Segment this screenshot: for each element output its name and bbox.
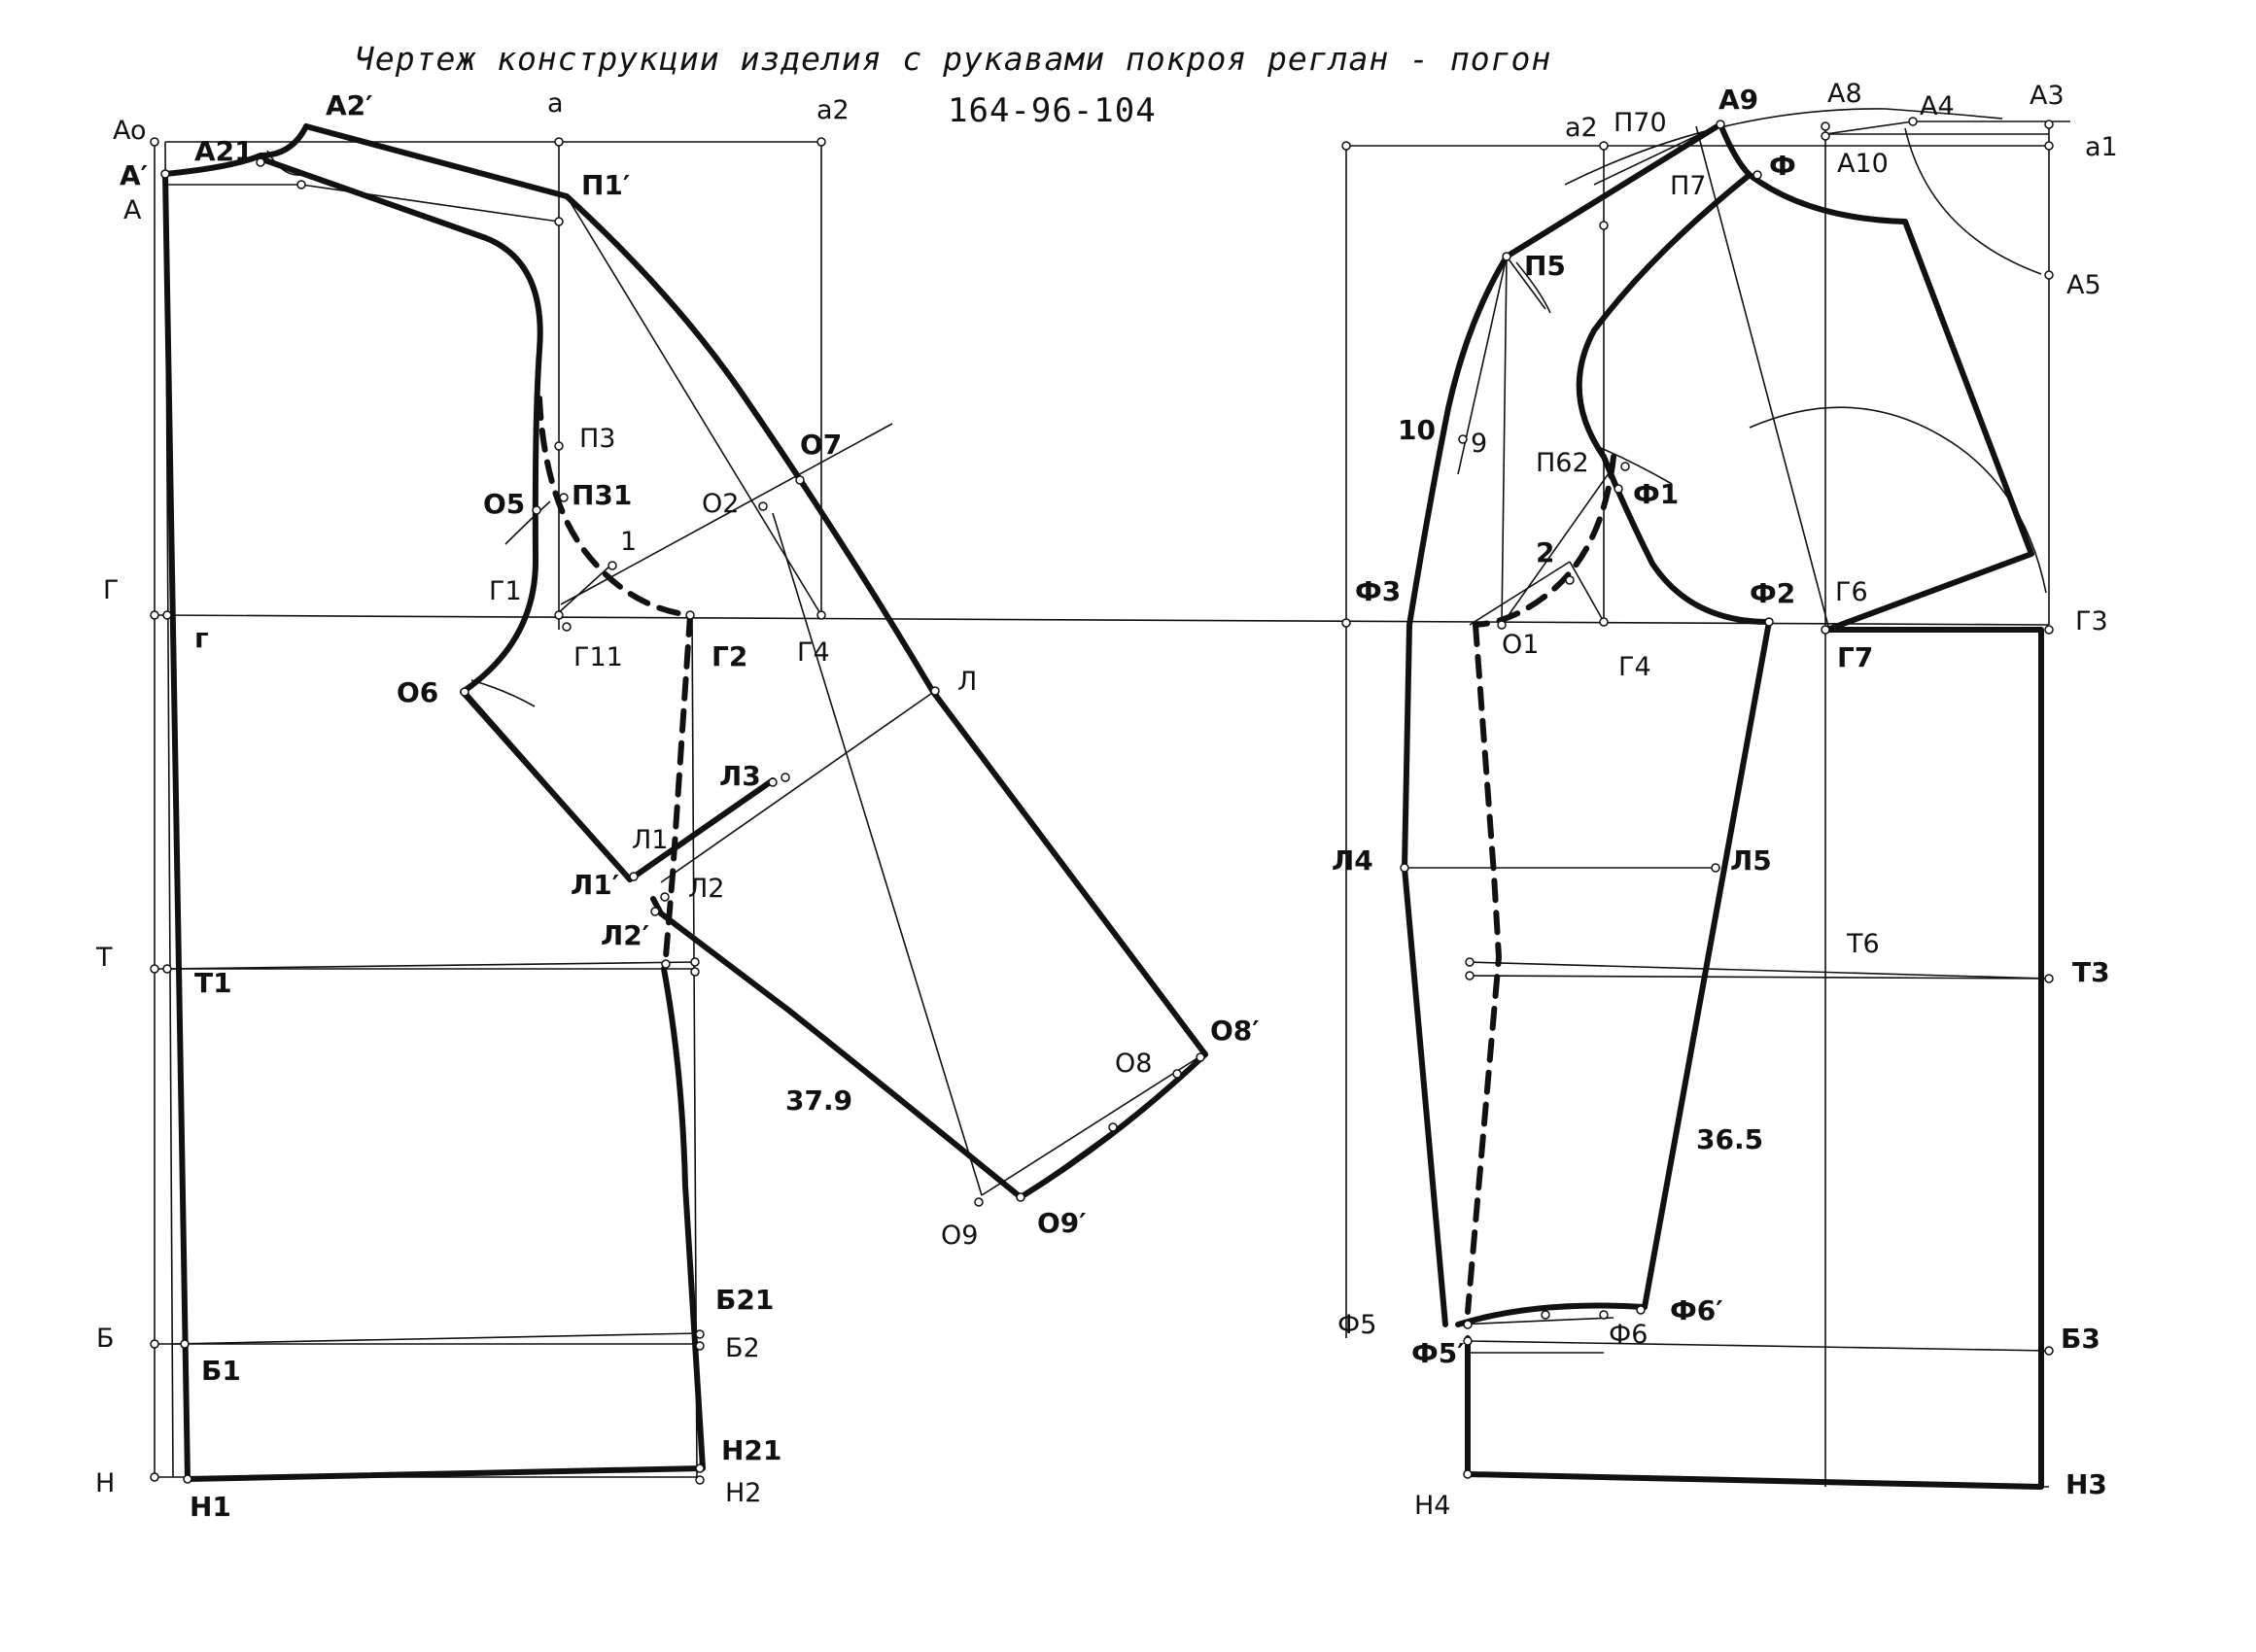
- label-10: 10: [1398, 414, 1436, 446]
- label-Phi6-prime: Ф6′: [1670, 1294, 1723, 1326]
- label-P31: П31: [572, 479, 632, 511]
- label-a2: a2: [816, 95, 850, 125]
- label-Phi5-prime: Ф5′: [1411, 1337, 1465, 1369]
- label-B2: Б2: [725, 1333, 760, 1363]
- label-A4: A4: [1920, 91, 1955, 121]
- label-B: Б: [96, 1324, 115, 1354]
- label-O8-prime: О8′: [1210, 1015, 1260, 1047]
- label-B21: Б21: [715, 1284, 774, 1316]
- label-A21: A21: [194, 135, 254, 167]
- label-G4: Г4: [797, 637, 830, 668]
- label-A2-prime: A2′: [326, 89, 373, 121]
- front-labels: a2 П70 A9 A8 A4 A3 a1 A10 П7 Ф A5 П5 10 …: [1332, 79, 2118, 1521]
- drawing-title: Чертеж конструкции изделия с рукавами по…: [355, 40, 1551, 78]
- label-A10: A10: [1837, 149, 1889, 179]
- label-O5: О5: [483, 488, 525, 520]
- label-length-front: 36.5: [1696, 1123, 1763, 1155]
- back-piece-outline: [162, 123, 1208, 1482]
- label-O7: О7: [800, 429, 842, 461]
- back-points: [150, 137, 1205, 1485]
- label-Ao: Ao: [113, 116, 147, 146]
- label-G11: Г11: [573, 642, 623, 672]
- back-labels: Ao A A′ A21 A2′ a a2 П1′ П3 П31 О5 О2 О7…: [95, 88, 1260, 1523]
- label-A-prime: A′: [120, 159, 148, 191]
- label-L2-prime: Л2′: [601, 919, 649, 951]
- label-length-back: 37.9: [785, 1084, 852, 1117]
- label-H: Н: [95, 1468, 115, 1498]
- label-G: Г: [103, 575, 119, 605]
- label-O6: О6: [397, 676, 438, 708]
- label-O9-prime: О9′: [1037, 1207, 1087, 1239]
- label-O9: О9: [941, 1221, 978, 1251]
- label-Phi3: Ф3: [1355, 575, 1401, 607]
- label-a: a: [547, 88, 564, 119]
- label-P3: П3: [579, 424, 615, 454]
- label-Phi6: Ф6: [1609, 1320, 1648, 1350]
- label-L4: Л4: [1332, 844, 1373, 877]
- label-H1: Н1: [190, 1491, 231, 1523]
- label-P70: П70: [1614, 108, 1667, 138]
- label-H21: Н21: [721, 1434, 781, 1466]
- label-A: A: [123, 195, 142, 225]
- label-L3: Л3: [719, 760, 761, 792]
- label-Phi2: Ф2: [1750, 577, 1795, 609]
- label-g: г: [194, 622, 209, 654]
- back-construction-lines: [154, 141, 2050, 1478]
- label-A3: A3: [2030, 81, 2065, 111]
- label-G7: Г7: [1837, 641, 1873, 673]
- label-T1: Т1: [194, 967, 232, 999]
- label-T: Т: [95, 943, 113, 973]
- label-B3: Б3: [2061, 1323, 2100, 1355]
- label-O1: О1: [1502, 630, 1539, 660]
- label-L: Л: [957, 667, 977, 697]
- label-L2: Л2: [688, 874, 724, 904]
- label-P62: П62: [1536, 448, 1589, 478]
- label-A9: A9: [1718, 84, 1758, 116]
- label-H4: Н4: [1414, 1491, 1450, 1521]
- front-points: [1341, 117, 2054, 1479]
- label-Phi: Ф: [1769, 150, 1796, 182]
- label-2: 2: [1536, 536, 1554, 568]
- front-construction-lines: [1345, 108, 2070, 1488]
- label-O8: О8: [1115, 1049, 1152, 1079]
- label-T6: Т6: [1846, 929, 1880, 959]
- label-P1-prime: П1′: [581, 169, 630, 201]
- front-piece-outline: [1402, 121, 2044, 1490]
- label-G3: Г3: [2075, 606, 2108, 637]
- label-G6: Г6: [1835, 577, 1868, 607]
- label-P7: П7: [1670, 171, 1706, 201]
- label-L1-prime: Л1′: [571, 869, 619, 901]
- label-L1: Л1: [632, 825, 668, 855]
- label-G1: Г1: [489, 576, 522, 606]
- size-code: 164-96-104: [948, 91, 1157, 130]
- label-1: 1: [620, 527, 637, 557]
- label-Phi5: Ф5: [1337, 1310, 1376, 1340]
- label-a1: a1: [2085, 132, 2118, 162]
- label-G2: Г2: [712, 640, 747, 672]
- label-O2: О2: [702, 489, 739, 519]
- label-9: 9: [1471, 429, 1487, 459]
- label-A8: A8: [1827, 79, 1862, 109]
- label-Phi1: Ф1: [1633, 478, 1679, 510]
- label-B1: Б1: [201, 1355, 241, 1387]
- label-a2-front: a2: [1565, 113, 1598, 143]
- label-L5: Л5: [1730, 844, 1772, 877]
- label-H2: Н2: [725, 1478, 761, 1508]
- label-H3: Н3: [2065, 1468, 2107, 1500]
- label-T3: Т3: [2072, 956, 2110, 988]
- label-G4-front: Г4: [1618, 652, 1651, 682]
- label-A5: A5: [2066, 270, 2101, 300]
- label-P5: П5: [1524, 250, 1566, 282]
